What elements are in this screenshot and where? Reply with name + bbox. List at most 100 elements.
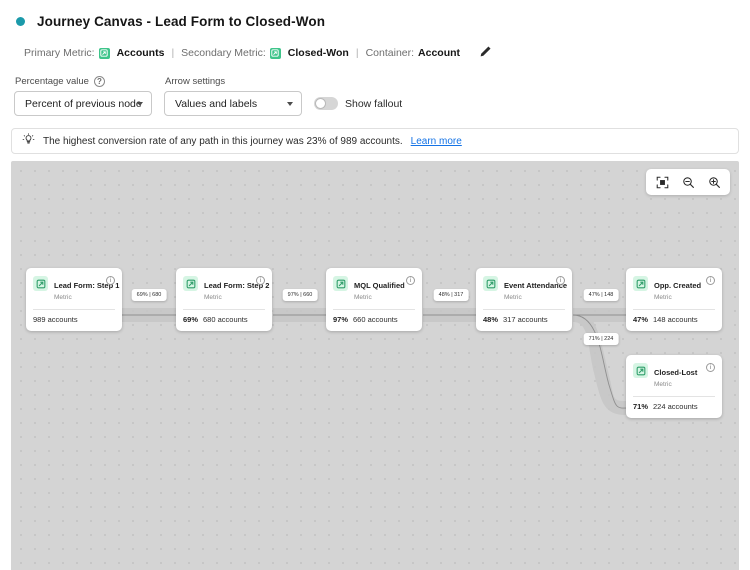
node-subtitle: Metric	[654, 294, 672, 301]
primary-metric-value: Accounts	[116, 47, 165, 59]
node-percent: 97%	[333, 315, 349, 324]
edge-label[interactable]: 47% | 148	[583, 289, 619, 301]
pencil-icon	[479, 45, 492, 61]
node-divider	[183, 309, 265, 310]
node-subtitle: Metric	[54, 294, 72, 301]
node-footer: 48% 317 accounts	[483, 310, 565, 331]
info-icon[interactable]: i	[706, 363, 715, 372]
insight-text: The highest conversion rate of any path …	[43, 135, 403, 147]
info-icon[interactable]: i	[406, 276, 415, 285]
arrow-settings-field: Arrow settings Values and labels	[164, 76, 302, 116]
show-fallout-label: Show fallout	[345, 97, 403, 110]
show-fallout-group: Show fallout	[314, 91, 402, 116]
edge-label[interactable]: 97% | 660	[282, 289, 318, 301]
metric-icon	[269, 47, 281, 59]
arrow-settings-selected: Values and labels	[175, 97, 258, 110]
info-icon[interactable]: i	[256, 276, 265, 285]
node-subtitle: Metric	[354, 294, 372, 301]
canvas-toolbar	[646, 169, 730, 195]
metric-summary-bar: Primary Metric: Accounts | Secondary Met…	[0, 34, 750, 64]
arrow-settings-label: Arrow settings	[165, 76, 226, 87]
node-title: MQL Qualified	[354, 281, 405, 290]
container-value: Account	[418, 47, 461, 59]
node-title: Closed-Lost	[654, 368, 698, 377]
fit-to-screen-icon[interactable]	[650, 171, 674, 193]
arrow-settings-label-row: Arrow settings	[164, 76, 302, 87]
node-title: Opp. Created	[654, 281, 702, 290]
node-footer: 47% 148 accounts	[633, 310, 715, 331]
controls-row: Percentage value ? Percent of previous n…	[0, 64, 750, 116]
edge-label[interactable]: 71% | 224	[583, 333, 619, 345]
node-footer: 97% 660 accounts	[333, 310, 415, 331]
node-footer: 989 accounts	[33, 310, 115, 331]
node-footer: 71% 224 accounts	[633, 397, 715, 418]
node-divider	[483, 309, 565, 310]
chevron-down-icon	[287, 101, 293, 106]
chevron-down-icon	[137, 101, 143, 106]
info-icon[interactable]: i	[106, 276, 115, 285]
status-dot	[16, 17, 25, 26]
zoom-out-icon[interactable]	[676, 171, 700, 193]
node-percent: 47%	[633, 315, 649, 324]
node-value: 317 accounts	[503, 315, 548, 324]
meta-separator-1: |	[171, 47, 175, 59]
percentage-value-select[interactable]: Percent of previous node	[14, 91, 152, 116]
toggle-knob	[315, 98, 326, 109]
metric-icon	[183, 276, 198, 291]
metric-icon	[633, 363, 648, 378]
node-value: 989 accounts	[33, 315, 78, 324]
learn-more-link[interactable]: Learn more	[410, 135, 462, 147]
percentage-value-label: Percentage value	[15, 76, 89, 87]
node-divider	[333, 309, 415, 310]
metric-icon	[483, 276, 498, 291]
page-title: Journey Canvas - Lead Form to Closed-Won	[37, 14, 326, 29]
help-icon[interactable]: ?	[93, 76, 105, 87]
secondary-metric-value: Closed-Won	[287, 47, 349, 59]
info-icon[interactable]: i	[556, 276, 565, 285]
node-divider	[633, 396, 715, 397]
node-footer: 69%680 accounts	[183, 310, 265, 331]
show-fallout-toggle[interactable]	[314, 97, 338, 110]
zoom-in-icon[interactable]	[702, 171, 726, 193]
primary-metric-label: Primary Metric:	[24, 47, 95, 59]
node-value: 148 accounts	[653, 315, 698, 324]
node-value: 660 accounts	[353, 315, 398, 324]
node-value: 224 accounts	[653, 402, 698, 411]
node-divider	[33, 309, 115, 310]
metric-icon	[633, 276, 648, 291]
edge-label[interactable]: 48% | 317	[433, 289, 469, 301]
info-icon[interactable]: i	[706, 276, 715, 285]
lightbulb-icon	[22, 133, 35, 149]
percentage-value-selected: Percent of previous node	[25, 97, 142, 110]
percentage-value-label-row: Percentage value ?	[14, 76, 152, 87]
edge-label[interactable]: 69% | 680	[131, 289, 167, 301]
metric-icon	[333, 276, 348, 291]
arrow-settings-select[interactable]: Values and labels	[164, 91, 302, 116]
percentage-value-field: Percentage value ? Percent of previous n…	[14, 76, 152, 116]
container-label: Container:	[365, 47, 415, 59]
metric-icon	[33, 276, 48, 291]
node-percent: 71%	[633, 402, 649, 411]
edit-button[interactable]	[474, 42, 496, 64]
page-header: Journey Canvas - Lead Form to Closed-Won	[0, 0, 750, 34]
node-subtitle: Metric	[504, 294, 522, 301]
node-percent: 48%	[483, 315, 499, 324]
